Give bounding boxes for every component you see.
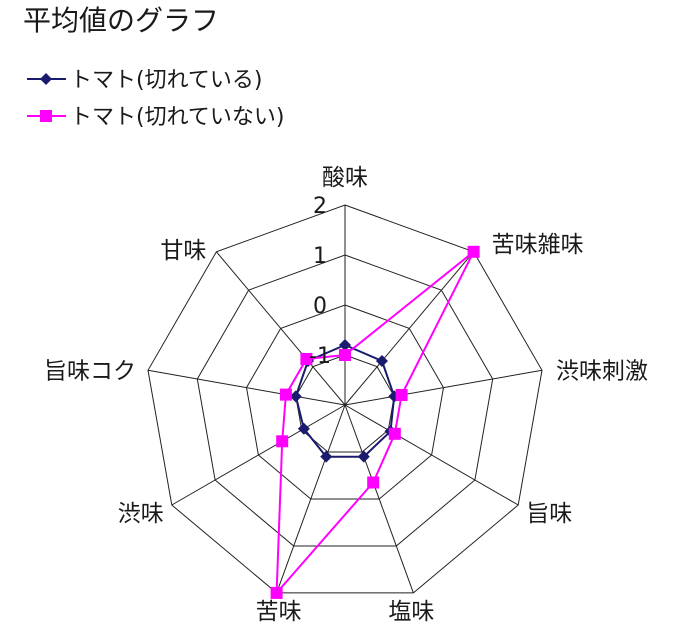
- data-point-series-1: [395, 389, 408, 401]
- data-point-series-0: [289, 390, 302, 403]
- legend: トマト(切れている) トマト(切れていない): [27, 68, 285, 130]
- data-point-series-0: [357, 450, 370, 463]
- axis-label: 塩味: [388, 599, 434, 625]
- grid-spoke: [344, 369, 543, 406]
- tick-label: -1: [309, 344, 331, 369]
- axis-label: 苦味雑味: [492, 232, 584, 258]
- tick-label: 1: [313, 244, 327, 269]
- axis-label: 酸味: [322, 165, 368, 191]
- grid-ring: [147, 204, 543, 594]
- grid-ring: [245, 304, 445, 500]
- data-point-series-1: [467, 245, 480, 258]
- tick-label: 2: [313, 194, 327, 219]
- data-point-series-0: [320, 450, 333, 463]
- data-point-series-1: [279, 388, 292, 401]
- axis-label: 渋味刺激: [556, 358, 648, 384]
- legend-item-series-1: トマト(切れていない): [27, 105, 285, 130]
- radar-series: [270, 245, 480, 599]
- grid-spoke: [344, 404, 519, 506]
- data-point-series-0: [297, 422, 310, 435]
- series-line-0: [294, 344, 396, 458]
- grid-spoke: [276, 404, 346, 594]
- grid-spoke: [171, 404, 346, 506]
- data-point-series-1: [388, 427, 401, 440]
- data-point-series-0: [375, 354, 388, 367]
- axis-label: 旨味: [526, 501, 572, 527]
- grid-spoke: [147, 369, 346, 406]
- axis-label: 渋味: [118, 501, 164, 527]
- axis-label: 苦味: [256, 599, 302, 625]
- series-line-1: [275, 251, 475, 596]
- grid-ring: [196, 254, 494, 547]
- grid-spoke: [216, 251, 346, 406]
- legend-label-series-1: トマト(切れていない): [70, 105, 285, 130]
- legend-marker-series-0: [40, 73, 52, 85]
- grid-ring: [295, 354, 395, 453]
- data-point-series-1: [300, 353, 313, 365]
- data-point-series-0: [339, 339, 351, 351]
- legend-label-series-0: トマト(切れている): [70, 68, 263, 93]
- data-point-series-1: [270, 586, 283, 599]
- tick-label: 0: [313, 294, 327, 319]
- axis-label: 甘味: [160, 238, 206, 264]
- legend-marker-series-1: [40, 110, 52, 122]
- legend-item-series-0: トマト(切れている): [27, 68, 263, 93]
- data-point-series-1: [339, 349, 351, 361]
- radar-grid: [147, 204, 543, 594]
- data-point-series-1: [276, 435, 289, 448]
- grid-spoke: [344, 251, 474, 406]
- axis-label: 旨味コク: [44, 358, 136, 384]
- chart-title: 平均値のグラフ: [23, 4, 219, 37]
- grid-spoke: [344, 404, 414, 594]
- data-point-series-1: [367, 476, 380, 489]
